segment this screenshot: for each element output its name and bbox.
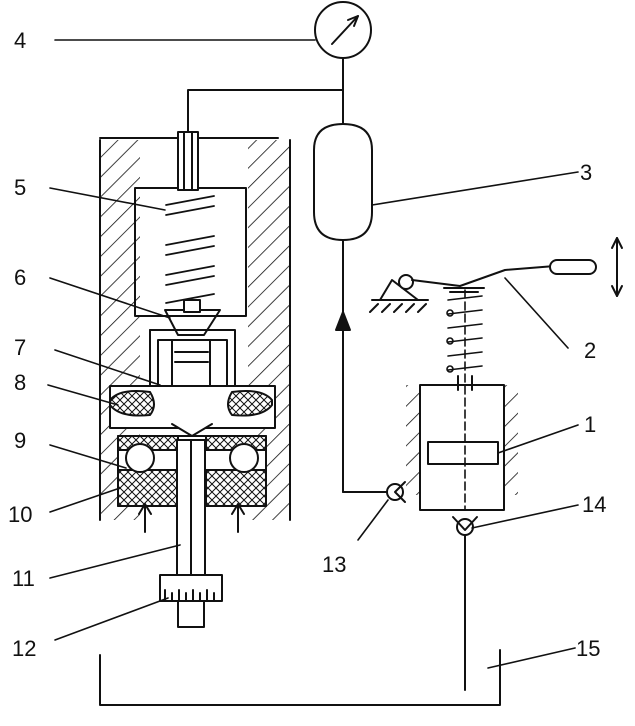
compression-spring <box>165 195 215 304</box>
pump-block <box>406 289 518 511</box>
force-arrows <box>138 503 245 533</box>
pipe-lines <box>99 89 501 706</box>
check-valve-13 <box>386 481 406 503</box>
label-3: 3 <box>580 160 592 185</box>
label-12: 12 <box>12 636 36 661</box>
label-10: 10 <box>8 502 32 527</box>
label-1: 1 <box>584 412 596 437</box>
label-8: 8 <box>14 370 26 395</box>
check-valve-14 <box>452 516 478 536</box>
label-13: 13 <box>322 552 346 577</box>
label-6: 6 <box>14 265 26 290</box>
label-4: 4 <box>14 28 26 53</box>
pressure-gauge <box>314 1 372 91</box>
lever-spring <box>446 295 483 373</box>
label-14: 14 <box>582 492 606 517</box>
label-11: 11 <box>12 566 35 591</box>
label-2: 2 <box>584 338 596 363</box>
label-5: 5 <box>14 175 26 200</box>
label-7: 7 <box>14 335 26 360</box>
double-arrow-icon <box>611 237 623 297</box>
spindle <box>176 439 206 576</box>
spring-chamber <box>134 131 247 317</box>
label-9: 9 <box>14 428 26 453</box>
adjusting-knob <box>159 574 223 628</box>
leader-lines <box>47 39 579 669</box>
valve-cone <box>164 299 221 336</box>
flow-arrow <box>335 311 351 331</box>
hand-lever <box>369 259 597 313</box>
seal-plate <box>109 385 276 437</box>
label-15: 15 <box>576 636 600 661</box>
accumulator <box>313 123 373 241</box>
